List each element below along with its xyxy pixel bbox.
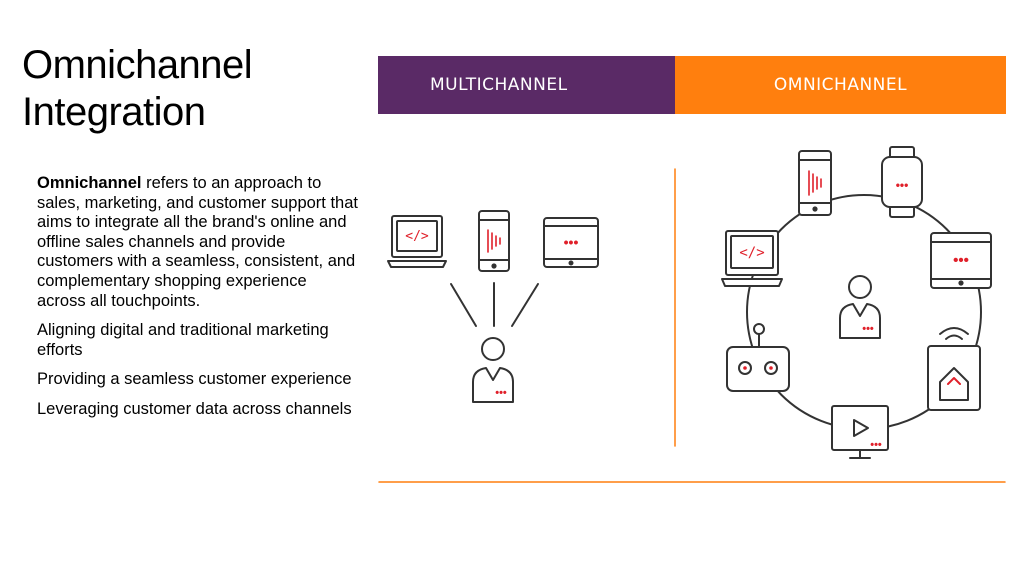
- svg-text:•••: •••: [870, 439, 882, 451]
- omnichannel-header: OMNICHANNEL: [675, 56, 1006, 114]
- intro-definition: refers to an approach to sales, marketin…: [37, 174, 358, 310]
- intro-term: Omnichannel: [37, 174, 142, 192]
- tv-play-icon: •••: [831, 405, 889, 459]
- smartphone-icon: [798, 150, 832, 216]
- svg-text:•••: •••: [896, 178, 909, 192]
- svg-text:•••: •••: [862, 323, 874, 335]
- slide-body: Omnichannel refers to an approach to sal…: [37, 174, 359, 430]
- title-line-2: Integration: [22, 90, 206, 134]
- smartwatch-icon: •••: [881, 146, 923, 218]
- laptop-code-icon: </>: [387, 215, 447, 268]
- person-icon: •••: [839, 275, 881, 339]
- svg-text:</>: </>: [739, 245, 764, 261]
- tablet-icon: •••: [543, 217, 599, 268]
- svg-text:•••: •••: [953, 252, 969, 269]
- laptop-code-icon: </>: [721, 230, 783, 287]
- intro-paragraph: Omnichannel refers to an approach to sal…: [37, 174, 359, 311]
- robot-icon: [726, 323, 790, 392]
- person-icon: •••: [472, 337, 514, 403]
- connector-left: [450, 283, 477, 327]
- diagram-artwork: </> •••: [378, 146, 1006, 483]
- point-3: Leveraging customer data across channels: [37, 399, 352, 418]
- svg-text:</>: </>: [405, 229, 429, 244]
- svg-text:•••: •••: [564, 234, 579, 250]
- tablet-icon: •••: [930, 232, 992, 289]
- smartphone-icon: [478, 210, 510, 272]
- svg-text:•••: •••: [495, 387, 507, 399]
- point-1: Aligning digital and traditional marketi…: [37, 321, 329, 359]
- title-line-1: Omnichannel: [22, 43, 253, 87]
- point-2: Providing a seamless customer experience: [37, 370, 352, 389]
- multichannel-omnichannel-diagram: MULTICHANNEL OMNICHANNEL </>: [378, 56, 1006, 488]
- multichannel-header: MULTICHANNEL: [378, 56, 675, 114]
- slide-title: Omnichannel Integration: [22, 42, 362, 136]
- smart-home-icon: [927, 327, 981, 411]
- connector-right: [511, 283, 539, 327]
